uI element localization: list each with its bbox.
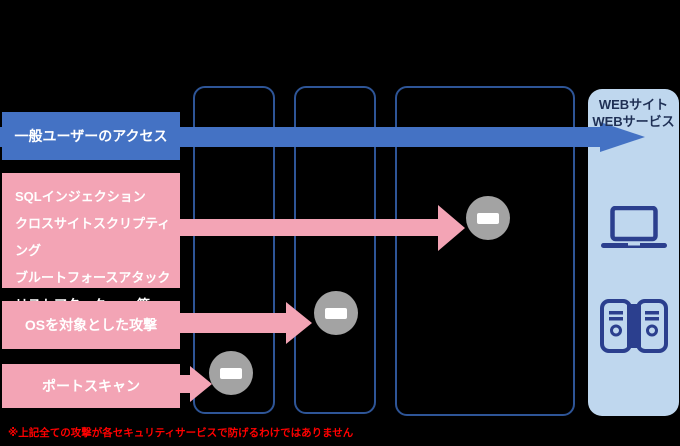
- block-icon: [314, 291, 358, 335]
- security-layer-3: [395, 86, 575, 416]
- web-site-text: WEBサイト: [598, 97, 669, 112]
- block-icon: [466, 196, 510, 240]
- minus-glyph: [220, 367, 242, 379]
- port-scan-box: ポートスキャン: [2, 364, 180, 408]
- server-icon: [600, 299, 668, 353]
- disclaimer-note: ※上記全ての攻撃が各セキュリティサービスで防げるわけではありません: [8, 427, 354, 439]
- os-attack-text: OSを対象とした攻撃: [24, 317, 158, 333]
- block-icon: [209, 351, 253, 395]
- attack-sql-injection: SQLインジェクション: [15, 189, 146, 204]
- web-destination-label: WEBサイト WEBサービス: [588, 96, 679, 130]
- attack-xss: クロスサイトスクリプティング: [15, 216, 171, 258]
- os-attack-arrow: [180, 302, 312, 344]
- os-attack-box: OSを対象とした攻撃: [2, 301, 180, 349]
- web-attacks-box: SQLインジェクション クロスサイトスクリプティング ブルートフォースアタック …: [2, 173, 180, 312]
- security-layer-2: [294, 86, 376, 414]
- user-access-label: 一般ユーザーのアクセス: [2, 112, 180, 160]
- laptop-icon: [601, 206, 667, 248]
- port-scan-arrow: [180, 366, 212, 402]
- web-service-text: WEBサービス: [592, 114, 675, 129]
- minus-glyph: [477, 212, 499, 224]
- web-attack-arrow: [180, 205, 465, 251]
- user-access-text: 一般ユーザーのアクセス: [14, 128, 168, 144]
- minus-glyph: [325, 307, 347, 319]
- attack-brute-force: ブルートフォースアタック: [15, 270, 171, 285]
- security-layer-1: [193, 86, 275, 414]
- port-scan-text: ポートスキャン: [42, 378, 140, 394]
